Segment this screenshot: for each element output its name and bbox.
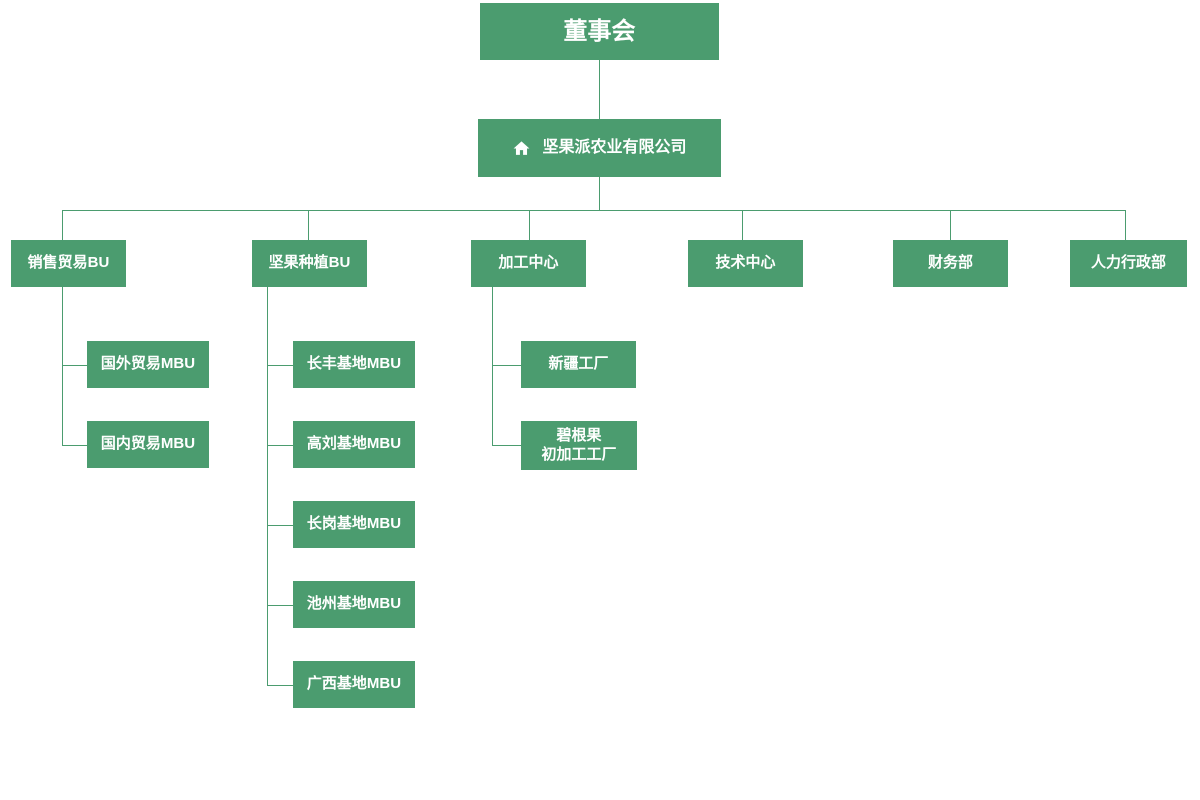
org-node-tech-center: 技术中心 [688, 240, 803, 287]
connector-planting-spine [267, 287, 268, 685]
node-label: 销售贸易BU [27, 254, 110, 272]
connector-sales-spine [62, 287, 63, 445]
connector-drop-tech [742, 210, 743, 240]
org-node-chizhou-base-mbu: 池州基地MBU [293, 581, 415, 628]
connector-stub-pecan [492, 445, 521, 446]
connector-processing-spine [492, 287, 493, 445]
connector-drop-hr [1125, 210, 1126, 240]
org-node-pecan-factory: 碧根果 初加工工厂 [521, 421, 637, 470]
connector-stub-guangxi [267, 685, 293, 686]
connector-drop-planting [308, 210, 309, 240]
connector-stub-gaoliu [267, 445, 293, 446]
org-node-hr-admin-dept: 人力行政部 [1070, 240, 1187, 287]
org-node-guangxi-base-mbu: 广西基地MBU [293, 661, 415, 708]
org-node-xinjiang-factory: 新疆工厂 [521, 341, 636, 388]
node-label: 国内贸易MBU [100, 435, 196, 453]
connector-drop-finance [950, 210, 951, 240]
connector-stub-changgang [267, 525, 293, 526]
node-label: 坚果种植BU [268, 254, 351, 272]
org-node-company: 坚果派农业有限公司 [478, 119, 721, 177]
node-label: 新疆工厂 [548, 355, 609, 373]
node-label: 长丰基地MBU [306, 355, 402, 373]
connector-company-bus [599, 177, 600, 210]
org-node-domestic-trade-mbu: 国内贸易MBU [87, 421, 209, 468]
connector-stub-chizhou [267, 605, 293, 606]
node-label: 财务部 [927, 254, 973, 272]
org-node-gaoliu-base-mbu: 高刘基地MBU [293, 421, 415, 468]
connector-stub-domestic [62, 445, 87, 446]
node-label: 董事会 [563, 17, 636, 45]
connector-level2-bus [62, 210, 1125, 211]
org-node-foreign-trade-mbu: 国外贸易MBU [87, 341, 209, 388]
home-icon [512, 139, 531, 158]
node-label: 碧根果 初加工工厂 [541, 426, 617, 463]
node-label: 人力行政部 [1090, 254, 1166, 272]
org-node-sales-bu: 销售贸易BU [11, 240, 126, 287]
org-node-planting-bu: 坚果种植BU [252, 240, 367, 287]
connector-stub-xinjiang [492, 365, 521, 366]
node-label: 长岗基地MBU [306, 515, 402, 533]
connector-stub-changfeng [267, 365, 293, 366]
org-node-changfeng-base-mbu: 长丰基地MBU [293, 341, 415, 388]
node-label: 技术中心 [715, 254, 776, 272]
node-label: 广西基地MBU [306, 675, 402, 693]
connector-board-company [599, 60, 600, 119]
node-label: 国外贸易MBU [100, 355, 196, 373]
node-label: 坚果派农业有限公司 [542, 139, 687, 156]
org-node-board: 董事会 [480, 3, 719, 60]
node-label: 高刘基地MBU [306, 435, 402, 453]
org-node-changgang-base-mbu: 长岗基地MBU [293, 501, 415, 548]
connector-drop-sales [62, 210, 63, 240]
node-label: 池州基地MBU [306, 595, 402, 613]
node-label: 加工中心 [498, 254, 559, 272]
org-node-finance-dept: 财务部 [893, 240, 1008, 287]
connector-drop-processing [529, 210, 530, 240]
connector-stub-foreign [62, 365, 87, 366]
org-node-processing-center: 加工中心 [471, 240, 586, 287]
